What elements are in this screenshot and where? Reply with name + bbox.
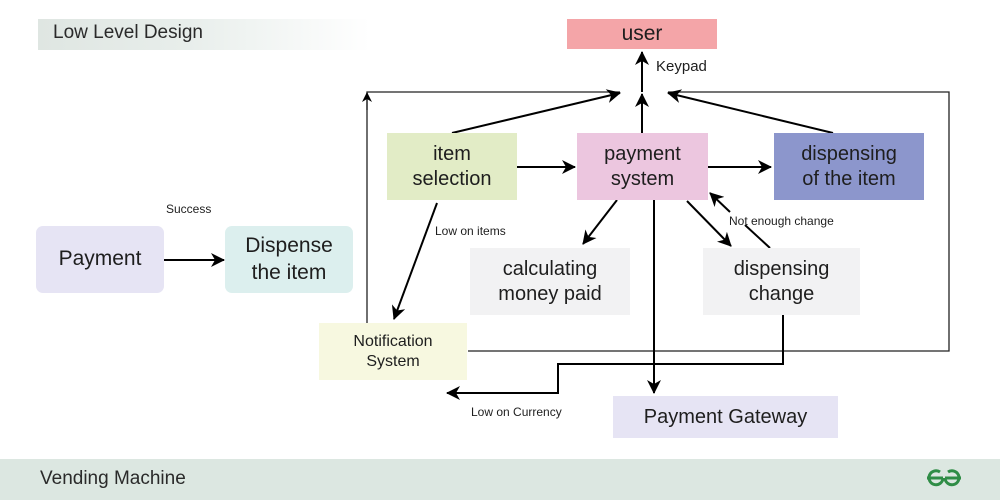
- edge-label-low-currency: Low on Currency: [471, 405, 562, 419]
- node-notification-line1: Notification: [353, 332, 433, 350]
- node-payment: Payment: [36, 226, 164, 293]
- change-to-notification-arrow: [446, 315, 784, 400]
- edge-label-low-items: Low on items: [435, 224, 506, 238]
- edge-label-success: Success: [166, 202, 212, 216]
- node-dispensing-change-line1: dispensing: [733, 257, 830, 280]
- header-band: [38, 19, 370, 50]
- node-payment-system-line1: payment: [604, 142, 681, 165]
- node-item-selection-line1: item: [433, 142, 471, 165]
- payment-to-calculating-arrow: [582, 199, 618, 245]
- gfg-logo-icon: [927, 469, 961, 487]
- selection-to-user-arrow: [451, 89, 621, 134]
- edge-label-keypad: Keypad: [656, 58, 707, 75]
- footer-title: Vending Machine: [40, 468, 186, 489]
- payment-to-change-arrow: [686, 200, 732, 247]
- change-to-payment-line: [744, 224, 771, 249]
- page-title: Low Level Design: [53, 22, 203, 43]
- footer-bar: [0, 459, 1000, 500]
- node-payment-label: Payment: [58, 247, 142, 271]
- node-dispensing-change-line2: change: [748, 282, 815, 305]
- node-payment-system-line2: system: [610, 167, 675, 190]
- node-calculating-line1: calculating: [502, 257, 598, 280]
- node-dispensing-item-line2: of the item: [802, 167, 896, 190]
- node-dispense-item-line2: the item: [251, 260, 327, 284]
- node-user: user: [567, 19, 717, 49]
- node-calculating-line2: money paid: [498, 282, 602, 305]
- edge-label-not-enough-change: Not enough change: [729, 214, 834, 228]
- node-dispense-item-line1: Dispense: [245, 234, 333, 258]
- frame-line: [468, 91, 950, 352]
- node-payment-gateway: Payment Gateway: [613, 396, 838, 438]
- node-payment-gateway-label: Payment Gateway: [643, 405, 808, 428]
- dispensing-to-user-arrow: [667, 89, 834, 134]
- node-notification-line2: System: [366, 352, 420, 370]
- node-item-selection-line2: selection: [412, 167, 492, 190]
- node-dispensing-item-line1: dispensing: [801, 142, 897, 165]
- change-to-payment-arrow: [709, 192, 731, 213]
- selection-to-notification-arrow: [391, 202, 438, 320]
- node-user-label: user: [621, 21, 663, 45]
